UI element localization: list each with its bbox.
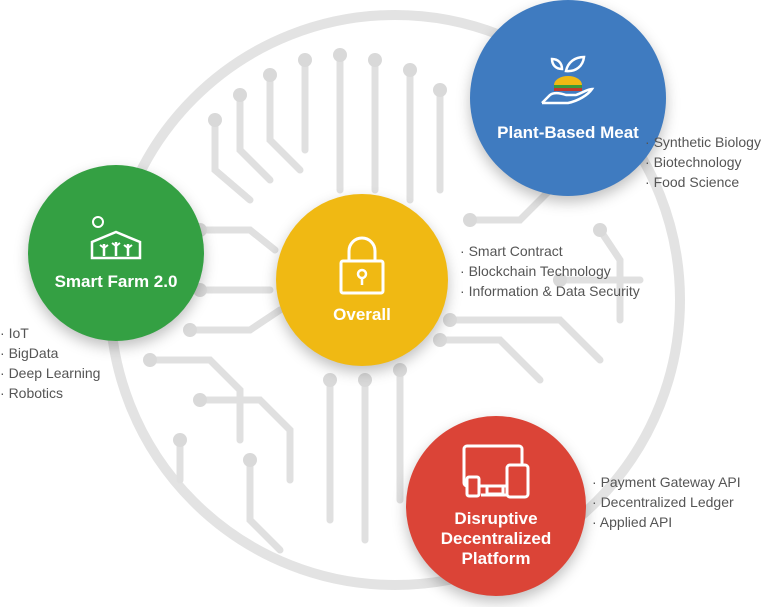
circuit-trace bbox=[266, 71, 304, 174]
circuit-trace bbox=[211, 116, 254, 204]
list-item: Information & Data Security bbox=[460, 281, 640, 301]
plant-burger-hand-icon bbox=[541, 55, 595, 105]
overall-title: Overall bbox=[333, 305, 391, 324]
padlock-icon bbox=[339, 236, 385, 295]
list-item: Applied API bbox=[592, 512, 741, 532]
circuit-node bbox=[263, 68, 277, 82]
circuit-trace bbox=[186, 306, 284, 334]
circuit-trace bbox=[196, 226, 279, 254]
circuit-node bbox=[208, 113, 222, 127]
circuit-node bbox=[463, 213, 477, 227]
list-item: Biotechnology bbox=[645, 152, 761, 172]
list-item: Payment Gateway API bbox=[592, 472, 741, 492]
platform-title-line-2: Decentralized bbox=[440, 529, 552, 548]
circuit-node bbox=[143, 353, 157, 367]
circuit-node bbox=[173, 433, 187, 447]
circuit-trace bbox=[236, 91, 274, 184]
platform-title-line-3: Platform bbox=[461, 549, 531, 568]
list-item: Smart Contract bbox=[460, 241, 640, 261]
smart-farm-circle: Smart Farm 2.0 bbox=[28, 165, 204, 341]
decentralized-platform-circle: Disruptive Decentralized Platform bbox=[406, 416, 586, 596]
overall-circle: Overall bbox=[276, 194, 448, 366]
list-item: Decentralized Ledger bbox=[592, 492, 741, 512]
circuit-trace bbox=[446, 316, 604, 364]
circuit-traces bbox=[146, 51, 644, 554]
circuit-node bbox=[358, 373, 372, 387]
circuit-node bbox=[443, 313, 457, 327]
overall-items-list: Smart Contract Blockchain Technology Inf… bbox=[460, 241, 640, 301]
circuit-node bbox=[333, 48, 347, 62]
list-item: Synthetic Biology bbox=[645, 132, 761, 152]
circuit-node bbox=[593, 223, 607, 237]
plant-based-meat-title: Plant-Based Meat bbox=[497, 123, 639, 142]
circuit-node bbox=[323, 373, 337, 387]
list-item: Robotics bbox=[0, 383, 100, 403]
platform-items-list: Payment Gateway API Decentralized Ledger… bbox=[592, 472, 741, 532]
circuit-node bbox=[433, 83, 447, 97]
plant-items-list: Synthetic Biology Biotechnology Food Sci… bbox=[645, 132, 761, 192]
circuit-node bbox=[243, 453, 257, 467]
greenhouse-icon bbox=[90, 216, 142, 260]
circuit-node bbox=[433, 333, 447, 347]
smart-farm-title: Smart Farm 2.0 bbox=[54, 272, 178, 291]
list-item: IoT bbox=[0, 323, 100, 343]
devices-icon bbox=[462, 444, 530, 499]
circuit-trace bbox=[436, 336, 544, 384]
circuit-node bbox=[393, 363, 407, 377]
circuit-trace bbox=[246, 456, 284, 554]
list-item: Blockchain Technology bbox=[460, 261, 640, 281]
circuit-node bbox=[183, 323, 197, 337]
circuit-node bbox=[193, 393, 207, 407]
platform-title-line-1: Disruptive bbox=[454, 509, 538, 528]
farm-items-list: IoT BigData Deep Learning Robotics bbox=[0, 323, 101, 403]
circuit-node bbox=[233, 88, 247, 102]
circuit-trace bbox=[146, 356, 244, 444]
circuit-node bbox=[403, 63, 417, 77]
circuit-node bbox=[298, 53, 312, 67]
circuit-trace bbox=[196, 396, 294, 484]
plant-based-meat-circle: Plant-Based Meat bbox=[470, 0, 666, 196]
list-item: Deep Learning bbox=[0, 363, 101, 383]
list-item: BigData bbox=[0, 343, 100, 363]
list-item: Food Science bbox=[645, 172, 761, 192]
circuit-node bbox=[368, 53, 382, 67]
